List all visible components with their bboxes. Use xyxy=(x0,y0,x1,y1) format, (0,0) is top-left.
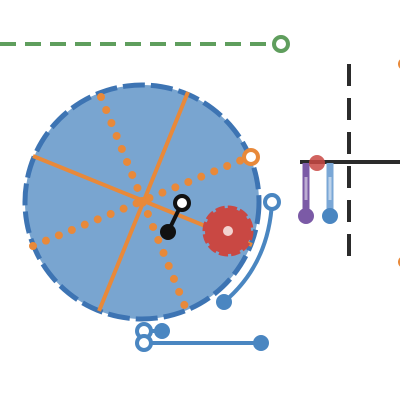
blue-crank-arm[interactable] xyxy=(216,193,281,310)
crank-curve xyxy=(222,201,274,304)
wheel-hub xyxy=(137,197,147,207)
pin-dot xyxy=(160,224,176,240)
red-gear-icon[interactable] xyxy=(202,205,254,257)
goal-ring-icon[interactable] xyxy=(272,35,290,53)
link-blue-dot xyxy=(322,208,338,224)
bottom-slider[interactable] xyxy=(135,322,269,352)
slider-short-dot xyxy=(154,323,170,339)
wheel-anchor-ring-icon[interactable] xyxy=(242,148,260,166)
black-pin-cursor[interactable] xyxy=(160,194,191,240)
red-gear-center xyxy=(223,226,233,236)
linkage-pair[interactable] xyxy=(298,155,338,224)
wheel-spoke-dotted-2 xyxy=(29,153,253,250)
crank-end-dot xyxy=(216,294,232,310)
slider-long-dot xyxy=(253,335,269,351)
crank-ring-icon[interactable] xyxy=(263,193,281,211)
spoked-wheel[interactable] xyxy=(22,82,262,322)
pin-ring-icon[interactable] xyxy=(173,194,191,212)
link-purple-dot xyxy=(298,208,314,224)
slider-long-ring-icon[interactable] xyxy=(135,334,153,352)
link-joint-dot xyxy=(309,155,325,171)
wheel-spoke-dotted-1 xyxy=(97,93,192,318)
